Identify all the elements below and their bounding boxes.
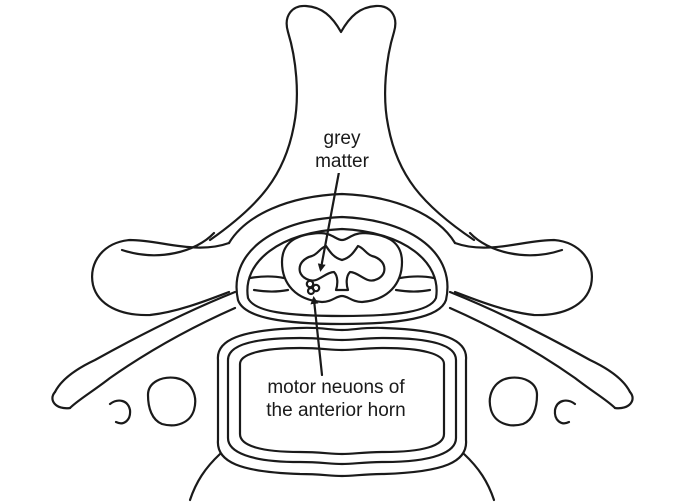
left-transverse-inner-line <box>120 231 216 257</box>
motor-neuron-cell-3 <box>306 286 316 296</box>
right-transverse-process <box>453 238 594 317</box>
right-pedicle-line-upper <box>448 290 632 394</box>
left-lateral-process-loop <box>108 399 132 425</box>
left-pedicle-line-upper <box>53 290 237 394</box>
left-transverse-process <box>90 238 231 317</box>
grey-matter-label-line-1: grey <box>323 128 361 149</box>
right-bottom-extension <box>462 452 496 502</box>
spinous-process-outline <box>208 4 476 242</box>
motor-neuron-pointer <box>310 296 324 377</box>
right-transverse-inner-line <box>468 231 564 257</box>
grey-matter-outline <box>298 244 386 292</box>
right-transverse-foramen <box>488 376 539 427</box>
right-lateral-process-loop <box>553 399 577 425</box>
grey-matter-pointer <box>317 170 341 272</box>
left-facet-tip <box>51 390 72 410</box>
right-facet-tip <box>613 390 634 410</box>
vertebral-canal-inner <box>246 227 438 318</box>
left-transverse-foramen <box>146 376 197 427</box>
right-nerve-root-lower <box>394 288 432 293</box>
spinal-cord-outline <box>280 231 404 304</box>
vertebral-body-outer <box>216 326 468 478</box>
vertebral-canal-outer <box>235 215 449 326</box>
left-bottom-extension <box>188 452 222 502</box>
motor-neurons-label-line-2: the anterior horn <box>266 400 406 421</box>
motor-neurons-label-line-1: motor neuons of <box>267 377 405 398</box>
grey-matter-label: grey matter <box>311 127 373 173</box>
right-nerve-root-upper <box>398 275 436 280</box>
motor-neurons-label: motor neuons of the anterior horn <box>256 376 416 422</box>
left-nerve-root-lower <box>252 288 290 293</box>
left-pedicle-line-lower <box>68 306 237 410</box>
lamina-outline <box>227 192 457 245</box>
vertebral-body-inner <box>226 336 458 466</box>
left-nerve-root-upper <box>248 275 286 280</box>
right-pedicle-line-lower <box>448 306 617 410</box>
vertebral-body-innermost <box>238 346 446 456</box>
grey-matter-label-line-2: matter <box>315 151 369 172</box>
